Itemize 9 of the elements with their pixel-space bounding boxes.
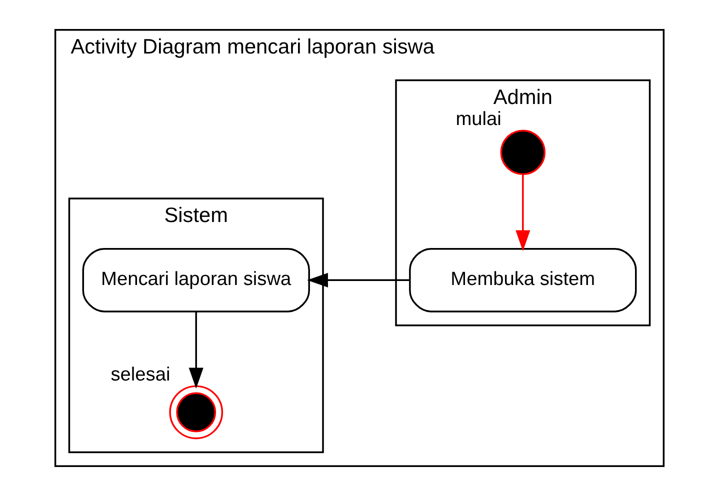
arrow [188, 311, 203, 388]
node-label: selesai [110, 364, 170, 386]
arrow [306, 272, 410, 287]
node-box: Mencari laporan siswa [82, 248, 310, 312]
node-label: mulai [455, 108, 501, 130]
node-box: Membuka sistem [408, 248, 636, 312]
node-circle [500, 129, 545, 174]
node-circle [168, 384, 223, 439]
arrow [515, 174, 530, 251]
